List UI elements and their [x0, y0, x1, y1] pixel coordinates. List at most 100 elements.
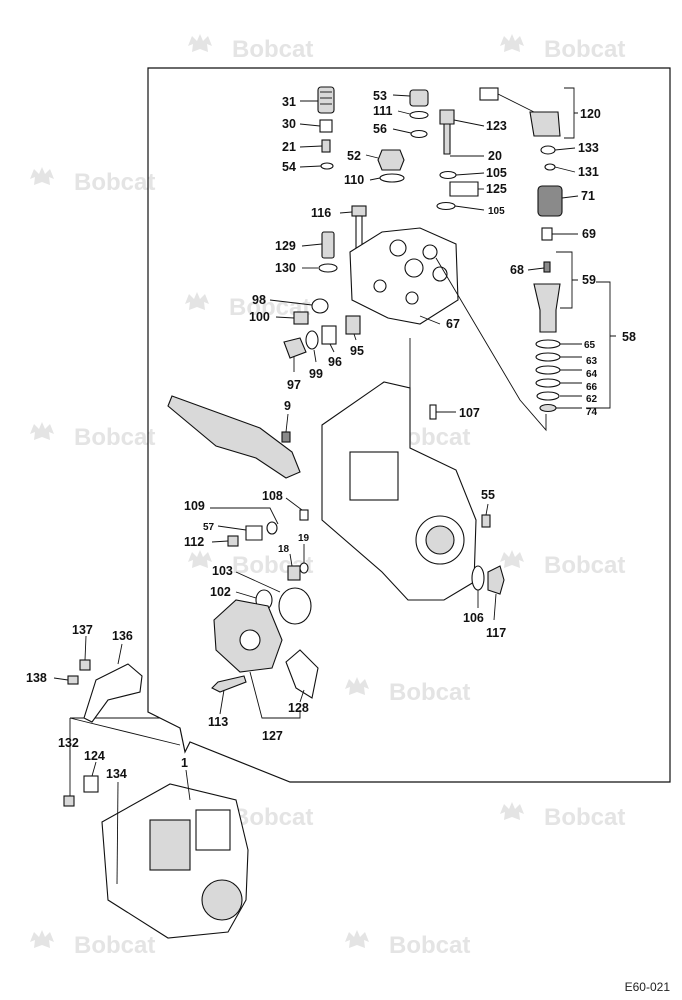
watermark-text: Bobcat — [389, 932, 470, 959]
callout-98: 98 — [252, 293, 266, 307]
part-30 — [319, 119, 333, 133]
callout-67: 67 — [446, 317, 460, 331]
callout-130: 130 — [275, 261, 296, 275]
callout-20: 20 — [488, 149, 502, 163]
watermark: Bobcat — [345, 930, 470, 959]
callout-57: 57 — [203, 522, 215, 533]
part-108 — [299, 509, 309, 521]
part-97 — [283, 337, 307, 359]
leader — [117, 643, 123, 665]
part-129 — [321, 231, 335, 259]
callout-106: 106 — [463, 611, 484, 625]
watermark-text: Bobcat — [74, 424, 155, 451]
callout-108: 108 — [262, 489, 283, 503]
part-18 — [287, 565, 301, 581]
part-113 — [211, 675, 247, 693]
leader — [392, 128, 412, 134]
watermark: Bobcat — [345, 677, 470, 706]
leader — [301, 243, 323, 247]
callout-53: 53 — [373, 89, 387, 103]
part-103 — [278, 587, 312, 625]
callout-99: 99 — [309, 367, 323, 381]
part-55 — [481, 514, 491, 528]
part-57 — [245, 525, 263, 541]
leader — [84, 635, 87, 661]
callout-103: 103 — [212, 564, 233, 578]
part-133 — [540, 145, 556, 155]
leader — [353, 333, 357, 341]
callout-18: 18 — [278, 544, 290, 555]
callout-31: 31 — [282, 95, 296, 109]
port — [432, 266, 448, 282]
leader — [275, 316, 295, 319]
watermark: Bobcat — [30, 422, 155, 451]
watermark: Bobcat — [185, 292, 310, 321]
callout-129: 129 — [275, 239, 296, 253]
watermark-text: Bobcat — [544, 552, 625, 579]
leader — [53, 677, 69, 681]
assembly-flange — [201, 879, 243, 921]
leader — [299, 145, 323, 148]
leader — [299, 123, 321, 127]
bracket-59 — [556, 251, 578, 309]
callout-30: 30 — [282, 117, 296, 131]
part-53 — [409, 89, 429, 107]
housing-bore-inner — [425, 525, 455, 555]
bobcat-logo-icon — [500, 802, 524, 820]
callout-128: 128 — [288, 701, 309, 715]
part-107 — [429, 404, 437, 420]
bobcat-logo-icon — [500, 34, 524, 52]
callout-109: 109 — [184, 499, 205, 513]
leader-lines — [53, 87, 616, 885]
leader — [185, 769, 191, 801]
callout-65: 65 — [584, 340, 596, 351]
part-130 — [318, 263, 338, 273]
callout-52: 52 — [347, 149, 361, 163]
callout-58: 58 — [622, 330, 636, 344]
callout-63: 63 — [586, 356, 598, 367]
bobcat-logo-icon — [500, 550, 524, 568]
leader — [299, 165, 322, 168]
leader — [289, 553, 293, 567]
housing-block — [349, 451, 399, 501]
drawing-code: E60-021 — [624, 980, 670, 994]
part-96 — [321, 325, 337, 345]
bracket-127 — [249, 671, 301, 719]
callout-105b: 105 — [488, 206, 505, 217]
leader — [453, 119, 485, 127]
callout-102: 102 — [210, 585, 231, 599]
callout-110: 110 — [344, 173, 364, 187]
part-111 — [409, 110, 429, 120]
callout-100: 100 — [249, 310, 270, 324]
leader — [554, 166, 576, 173]
part-31 — [317, 86, 335, 114]
part-95 — [345, 315, 361, 335]
assembly-head — [195, 809, 231, 851]
leader — [285, 413, 289, 433]
watermark: Bobcat — [500, 550, 625, 579]
leader — [210, 507, 279, 525]
part-56 — [410, 129, 428, 139]
part-112 — [227, 535, 239, 547]
callout-105: 105 — [486, 166, 507, 180]
watermark-text: Bobcat — [544, 36, 625, 63]
leader — [397, 110, 411, 115]
leader — [116, 781, 119, 885]
leader — [299, 689, 305, 703]
callout-125: 125 — [486, 182, 507, 196]
callout-54: 54 — [282, 160, 296, 174]
leader — [313, 349, 317, 363]
watermark: Bobcat — [500, 802, 625, 831]
callout-59: 59 — [582, 273, 596, 287]
feed-pump-bore — [239, 629, 261, 651]
callout-124: 124 — [84, 749, 105, 763]
watermark: Bobcat — [500, 34, 625, 63]
part-99 — [305, 330, 319, 350]
exploded-view-frame — [147, 67, 671, 783]
callout-66: 66 — [586, 382, 598, 393]
leader — [392, 94, 411, 97]
leader — [365, 154, 379, 159]
port — [422, 244, 438, 260]
watermark-text: Bobcat — [74, 932, 155, 959]
watermark: Bobcat — [188, 802, 313, 831]
